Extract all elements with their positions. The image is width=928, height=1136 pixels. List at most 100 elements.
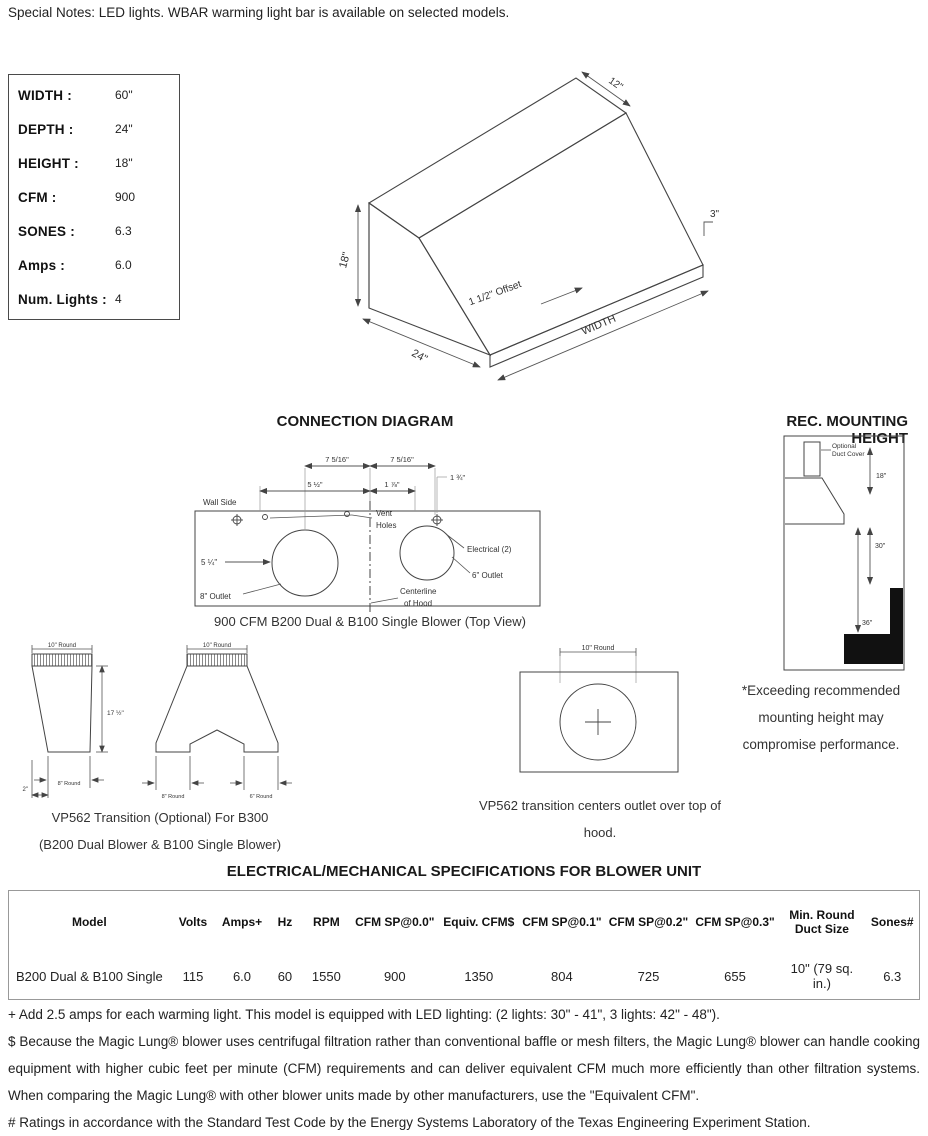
- outlet-circle: [559, 683, 637, 761]
- extension-lines: [259, 468, 447, 529]
- wall-side-label: Wall Side: [203, 498, 237, 507]
- duct-cover-shape: [803, 441, 821, 477]
- hood-left-face: [368, 201, 492, 357]
- dim-rim-label: 3": [710, 209, 720, 220]
- mounting-warning: *Exceeding recommended mounting height m…: [731, 677, 911, 758]
- spec-label: WIDTH :: [18, 87, 72, 103]
- hood-top-outline: [519, 671, 679, 773]
- spec-summary-box: WIDTH : 60" DEPTH : 24" HEIGHT : 18" CFM…: [8, 74, 180, 320]
- col-header-equiv-cfm: Equiv. CFM$: [443, 915, 515, 929]
- dim-5-1-4: 5 ¼": [201, 558, 217, 567]
- t1-dimensions: [31, 665, 108, 798]
- range-silhouette: [844, 588, 903, 664]
- spec-value: 18": [115, 156, 133, 170]
- blower-spec-table: Model Volts Amps+ Hz RPM CFM SP@0.0" Equ…: [9, 891, 919, 999]
- topview-caption-line2: hood.: [583, 825, 617, 840]
- cell-cfm-sp03: 655: [724, 968, 746, 984]
- footnote-amps: + Add 2.5 amps for each warming light. T…: [8, 1007, 720, 1022]
- spec-row-cfm: CFM : 900: [9, 180, 179, 214]
- spec-row-depth: DEPTH : 24": [9, 112, 179, 146]
- blower-spec-table-wrap: Model Volts Amps+ Hz RPM CFM SP@0.0" Equ…: [8, 890, 920, 1000]
- leader-lines: [242, 514, 471, 604]
- t2-dimensions: [142, 756, 292, 790]
- t2-left-dim-label: 8" Round: [162, 794, 185, 800]
- spec-value: 60": [115, 88, 133, 102]
- footnote-ratings: # Ratings in accordance with the Standar…: [8, 1115, 811, 1130]
- footnote-equiv-cfm: $ Because the Magic Lung® blower uses ce…: [8, 1034, 920, 1103]
- centerline-label-line1: Centerline: [400, 587, 437, 596]
- duct-cover-label-line1: Optional: [832, 443, 857, 450]
- connection-diagram-heading: CONNECTION DIAGRAM: [276, 413, 454, 430]
- footnotes: + Add 2.5 amps for each warming light. T…: [8, 1001, 920, 1136]
- t2-right-dim-label: 6" Round: [250, 794, 273, 800]
- t1-top-dim-label: 10" Round: [48, 643, 76, 649]
- table-header-row: Model Volts Amps+ Hz RPM CFM SP@0.0" Equ…: [9, 891, 919, 953]
- col-header-amps: Amps+: [221, 915, 263, 929]
- connection-caption: 900 CFM B200 Dual & B100 Single Blower (…: [214, 614, 526, 629]
- spec-label: Amps :: [18, 257, 65, 273]
- cell-amps: 6.0: [232, 968, 252, 984]
- dimension-lines: [354, 71, 713, 381]
- col-header-hz: Hz: [277, 915, 293, 929]
- electrical-spec-heading: ELECTRICAL/MECHANICAL SPECIFICATIONS FOR…: [226, 863, 702, 880]
- topview-caption-line1: VP562 transition centers outlet over top…: [478, 798, 722, 813]
- col-header-duct-size: Min. Round Duct Size: [789, 908, 855, 936]
- transition-dual: 10" Round 8" Round 6" Round: [142, 643, 292, 800]
- spec-row-width: WIDTH : 60": [9, 78, 179, 112]
- hood-top-strip: [367, 77, 628, 239]
- cell-duct-size: 10" (79 sq. in.): [790, 961, 854, 991]
- dim-18-label: 18": [876, 473, 887, 480]
- transition-body: [31, 665, 93, 753]
- spec-label: SONES :: [18, 223, 75, 239]
- dim-7-5-16-left: 7 5/16": [325, 455, 349, 464]
- topview-caption: VP562 transition centers outlet over top…: [455, 792, 745, 846]
- height-dimension-lines: [854, 447, 874, 633]
- spec-row-sones: SONES : 6.3: [9, 214, 179, 248]
- cell-cfm-sp02: 725: [637, 968, 660, 984]
- warning-line2: mounting height may: [758, 710, 884, 725]
- hood-outline: [367, 77, 704, 368]
- transition-drawings: 10" Round 17 ½" 8" Round 2" 10" Round 8": [23, 643, 292, 800]
- duct-cover-label-line2: Duct Cover: [832, 451, 865, 458]
- outlet-8in-circle: [271, 529, 339, 597]
- vent-holes-label-line2: Holes: [376, 521, 396, 530]
- t1-bottom-dim-label: 8" Round: [58, 781, 81, 787]
- tv-dim-label: 10" Round: [582, 645, 615, 652]
- cell-cfm-sp00: 900: [383, 968, 406, 984]
- connection-diagram: 7 5/16" 7 5/16" 5 ½" 1 ⅞" 1 ¾" Wall Side…: [194, 455, 541, 613]
- dim-7-5-16-right: 7 5/16": [390, 455, 414, 464]
- spec-value: 24": [115, 122, 133, 136]
- outlet-6in-label: 6" Outlet: [472, 571, 504, 580]
- t1-height-dim-label: 17 ½": [107, 709, 124, 717]
- vent-hole-symbols: [231, 511, 443, 526]
- spec-value: 6.3: [115, 224, 132, 238]
- col-header-rpm: RPM: [313, 915, 340, 929]
- vp562-top-view: 10" Round: [519, 645, 679, 773]
- col-header-volts: Volts: [178, 915, 208, 929]
- dim-30-label: 30": [875, 543, 886, 550]
- dim-offset-label: 1 1/2" Offset: [467, 279, 523, 308]
- special-notes: Special Notes: LED lights. WBAR warming …: [8, 5, 510, 20]
- dim-1-7-8: 1 ⅞": [384, 480, 400, 489]
- col-header-cfm-sp03: CFM SP@0.3": [695, 915, 775, 929]
- diagram-frame: [783, 435, 905, 671]
- collar-hatched: [186, 653, 248, 667]
- col-header-cfm-sp01: CFM SP@0.1": [522, 915, 602, 929]
- electrical-label: Electrical (2): [467, 545, 512, 554]
- col-header-cfm-sp00: CFM SP@0.0": [355, 915, 435, 929]
- outlet-6in-circle: [399, 525, 455, 581]
- dim-36-label: 36": [862, 620, 873, 627]
- outlet-8in-label: 8" Outlet: [200, 592, 232, 601]
- dim-1-3-4: 1 ¾": [450, 473, 466, 482]
- spec-label: DEPTH :: [18, 121, 74, 137]
- t1-offset-dim-label: 2": [23, 787, 28, 793]
- warning-line3: compromise performance.: [742, 737, 900, 752]
- cell-model: B200 Dual & B100 Single: [15, 968, 163, 984]
- col-header-sones: Sones#: [870, 915, 914, 929]
- spec-row-lights: Num. Lights : 4: [9, 282, 179, 316]
- spec-row-amps: Amps : 6.0: [9, 248, 179, 282]
- spec-label: Num. Lights :: [18, 291, 107, 307]
- transition-caption-line1: VP562 Transition (Optional) For B300: [51, 810, 269, 825]
- cell-sones: 6.3: [883, 968, 902, 984]
